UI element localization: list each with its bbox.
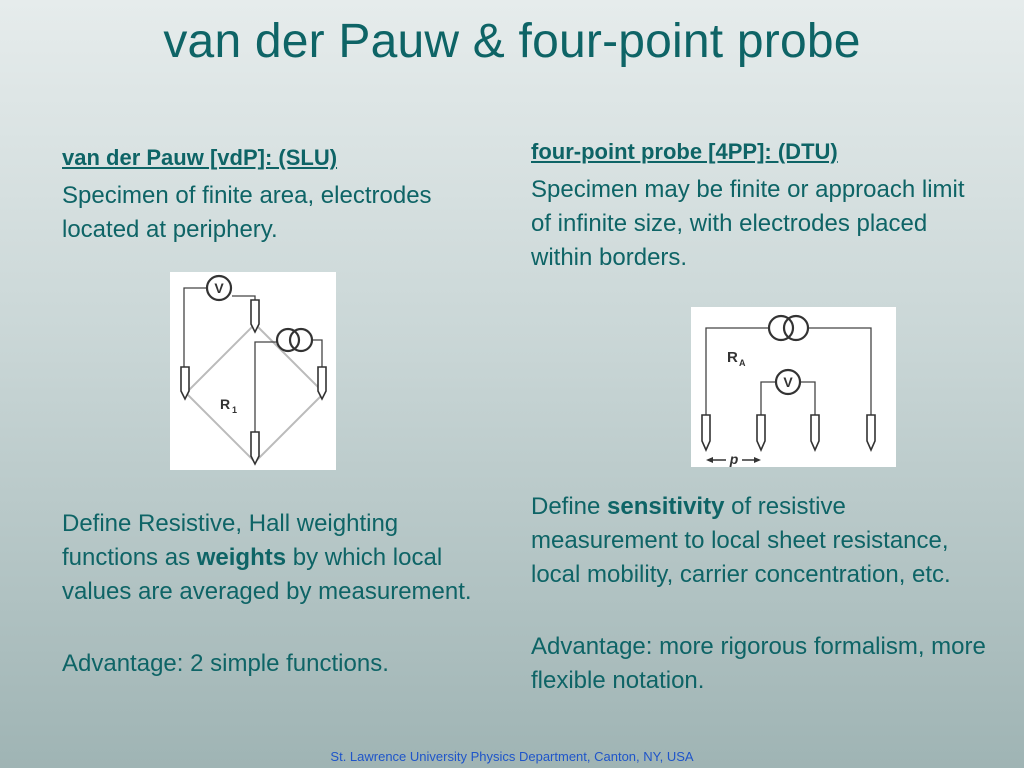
vdp-voltmeter-label: V [214,280,224,296]
vdp-probe-top [250,299,260,334]
vdp-advantage: Advantage: 2 simple functions. [62,650,389,677]
slide-title: van der Pauw & four-point probe [163,15,861,68]
vdp-probe-right [317,366,327,401]
4pp-diagram-svg: V R A p [701,314,876,467]
4pp-voltmeter-label: V [783,374,793,390]
4pp-define-bold: sensitivity [607,493,725,520]
vdp-heading: van der Pauw [vdP]: (SLU) [62,145,338,170]
4pp-probe-4 [866,414,876,452]
4pp-probe-1 [701,414,711,452]
vdp-diagram-svg: V R 1 [180,274,327,466]
4pp-spacing-label: p [729,451,739,467]
vdp-define-text: Define Resistive, Hall weighting functio… [62,507,492,609]
4pp-column: four-point probe [4PP]: (DTU) Specimen m… [531,137,991,275]
vdp-notes: Define Resistive, Hall weighting functio… [62,507,492,681]
4pp-define-post: of resistive measurement to local sheet … [531,493,951,588]
vdp-wire-i-right [312,339,323,367]
vdp-description: Specimen of finite area, electrodes loca… [62,182,432,243]
vdp-define-pre: Define Resistive, Hall weighting functio… [62,510,399,571]
vdp-wire-v-left [183,287,206,367]
4pp-wire-i-left [705,327,769,415]
4pp-advantage: Advantage: more rigorous formalism, more… [531,633,986,694]
vdp-probe-left [180,366,190,401]
vdp-diagram: V R 1 [170,272,336,470]
vdp-resistor-label: R [220,396,230,412]
vdp-define-post: by which local values are averaged by me… [62,544,472,605]
4pp-description: Specimen may be finite or approach limit… [531,176,965,271]
vdp-column: van der Pauw [vdP]: (SLU) Specimen of fi… [62,143,482,247]
4pp-resistor-subscript: A [739,358,746,368]
4pp-probe-3 [810,414,820,452]
vdp-define-bold: weights [196,544,287,571]
vdp-resistor-subscript: 1 [232,405,237,415]
4pp-wire-i-right [809,327,872,415]
4pp-define-pre: Define [531,493,608,520]
4pp-wire-v-right [801,381,816,415]
4pp-probe-2 [756,414,766,452]
4pp-voltmeter-icon [774,368,802,396]
4pp-heading: four-point probe [4PP]: (DTU) [531,139,838,164]
4pp-define-text: Define sensitivity of resistive measurem… [531,490,991,592]
footer: St. Lawrence University Physics Departme… [330,749,694,764]
vdp-current-source-icon [275,327,301,353]
4pp-notes: Define sensitivity of resistive measurem… [531,490,991,698]
4pp-wire-v-left [760,381,775,415]
4pp-resistor-label: R [727,349,738,366]
4pp-current-source-icon [767,314,795,342]
4pp-diagram: V R A p [691,307,896,467]
vdp-wire-i-left [254,341,278,432]
vdp-voltmeter-icon [205,274,233,302]
vdp-probe-bottom [250,431,260,466]
